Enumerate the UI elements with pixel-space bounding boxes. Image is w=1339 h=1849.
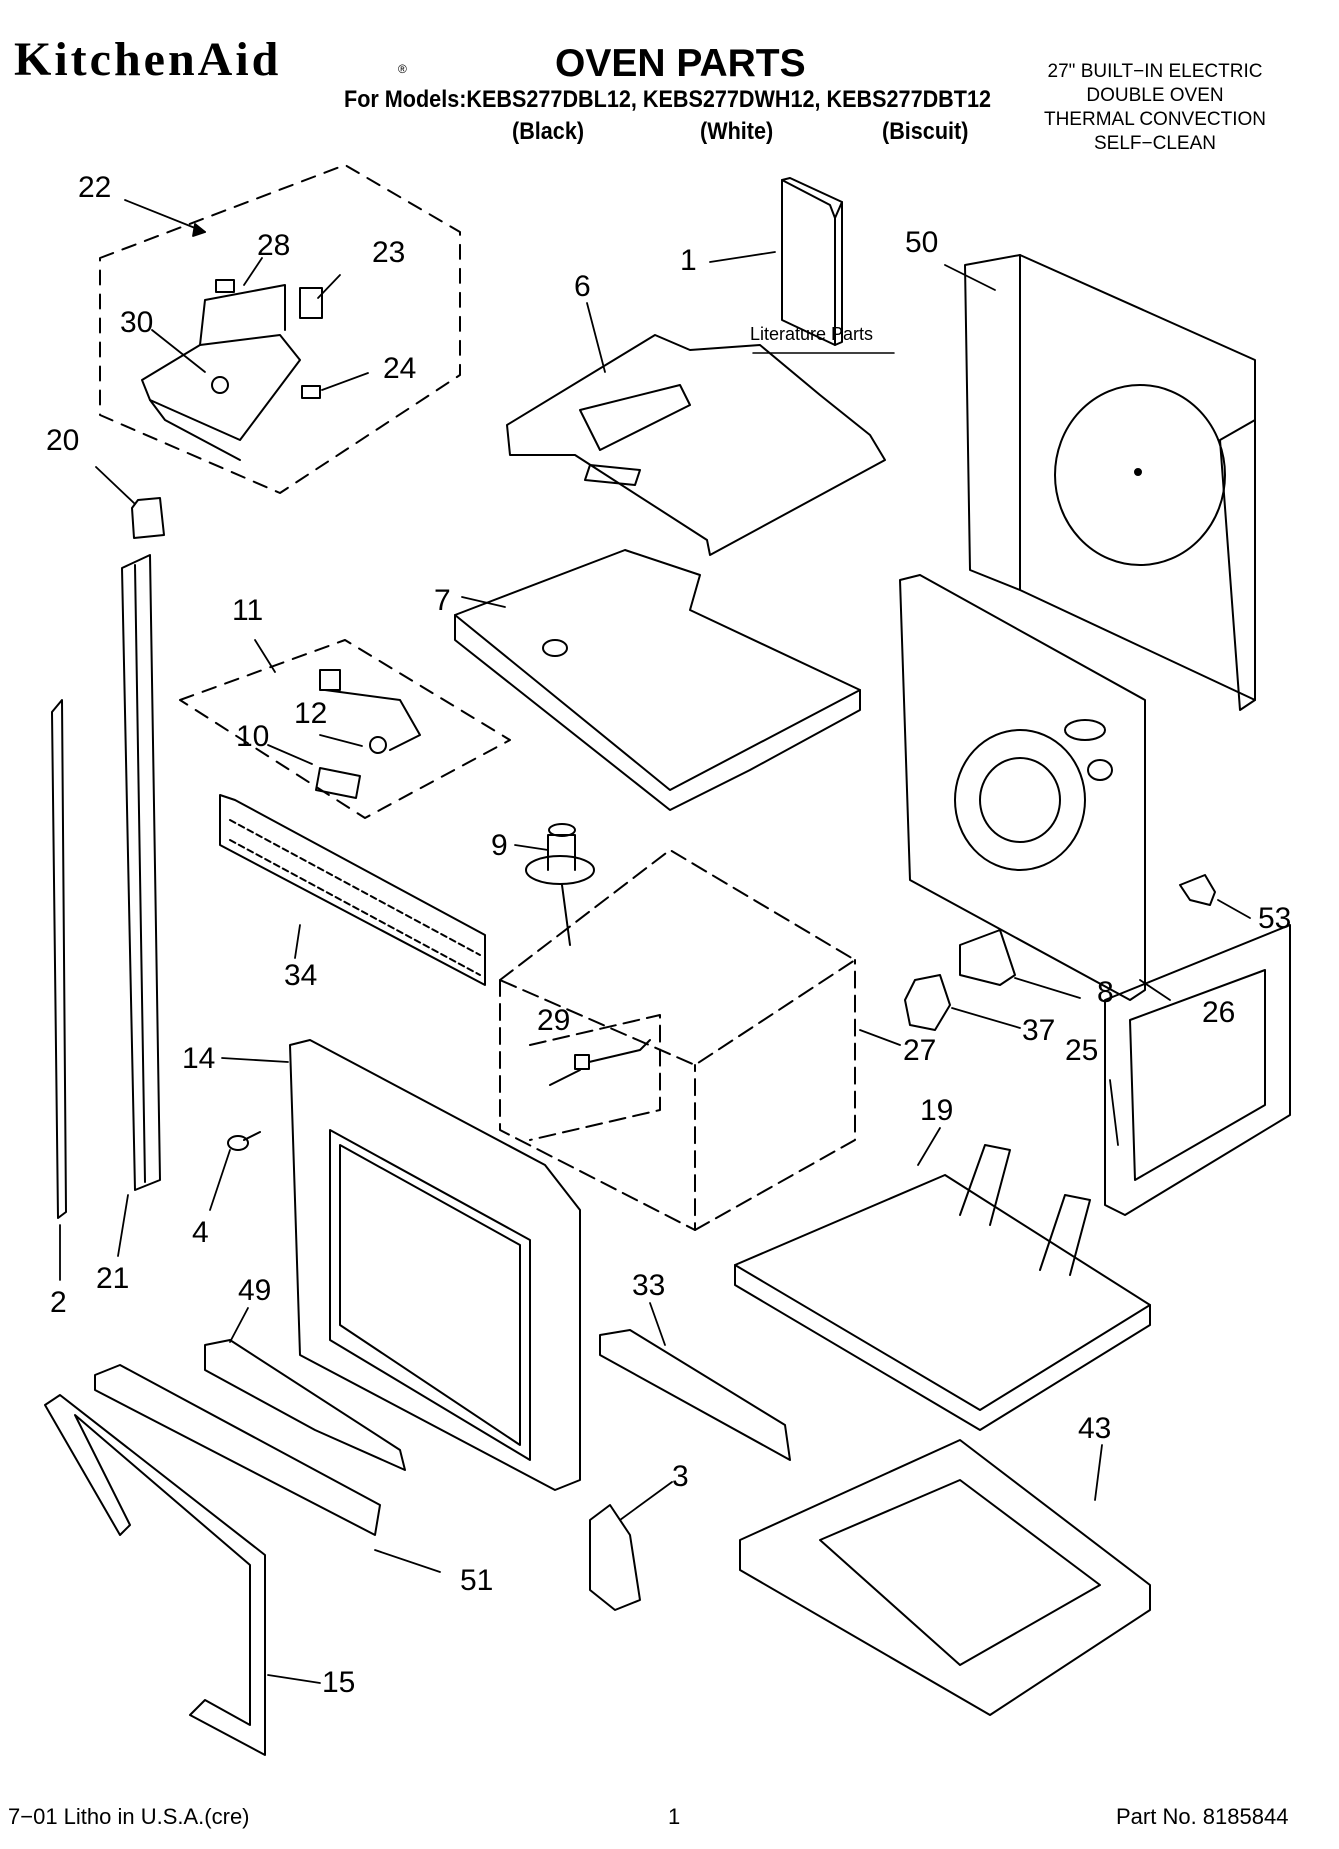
callout-51: 51	[460, 1564, 493, 1597]
description-line-3: THERMAL CONVECTION	[1043, 109, 1267, 130]
part-50-shape	[964, 254, 1256, 711]
page-title: OVEN PARTS	[555, 42, 806, 85]
callout-10: 10	[236, 720, 269, 753]
color-black: (Black)	[512, 118, 585, 145]
part-2-trim-shape	[51, 699, 67, 1219]
description-line-4: SELF−CLEAN	[1094, 133, 1216, 154]
callout-33: 33	[632, 1269, 665, 1302]
callout-12: 12	[294, 697, 327, 730]
callout-49: 49	[238, 1274, 271, 1307]
callout-37: 37	[1022, 1014, 1055, 1047]
part-14-frame-shape	[289, 1039, 581, 1491]
callout-2: 2	[50, 1286, 67, 1319]
callout-28: 28	[257, 229, 290, 262]
part-6-shape	[506, 334, 886, 556]
callout-27: 27	[903, 1034, 936, 1067]
part-7-shape	[454, 549, 861, 811]
callout-15: 15	[322, 1666, 355, 1699]
color-white: (White)	[700, 118, 774, 145]
callout-8: 8	[1097, 976, 1114, 1009]
callout-30: 30	[120, 306, 153, 339]
brand-logo: KitchenAid	[14, 33, 282, 86]
callout-3: 3	[672, 1460, 689, 1493]
callout-leader-lines	[59, 199, 1251, 1684]
part-43-shape	[739, 1439, 1151, 1716]
registered-mark: ®	[398, 62, 407, 76]
part-3-shape	[589, 1504, 641, 1611]
control-assembly-group	[99, 164, 461, 494]
part-4-screw-shape	[227, 1131, 261, 1151]
callout-14: 14	[182, 1042, 215, 1075]
footer-litho: 7−01 Litho in U.S.A.(cre)	[8, 1804, 250, 1829]
literature-parts-shape	[752, 177, 895, 354]
part-34-vent-shape	[219, 794, 486, 986]
callout-1: 1	[680, 244, 697, 277]
part-27-cavity-shape	[499, 849, 856, 1231]
callout-6: 6	[574, 270, 591, 303]
part-19-shape	[734, 1144, 1151, 1431]
callout-29: 29	[537, 1004, 570, 1037]
callout-43: 43	[1078, 1412, 1111, 1445]
callout-21: 21	[96, 1262, 129, 1295]
callout-19: 19	[920, 1094, 953, 1127]
literature-parts-label: Literature Parts	[750, 324, 873, 344]
callout-20: 20	[46, 424, 79, 457]
part-37-shape	[904, 974, 951, 1031]
callout-11: 11	[232, 594, 263, 627]
part-26-shape	[899, 574, 1146, 1001]
callout-22: 22	[78, 171, 111, 204]
callout-26: 26	[1202, 996, 1235, 1029]
footer-page-number: 1	[668, 1804, 681, 1829]
part-49-shape	[204, 1339, 406, 1471]
callout-23: 23	[372, 236, 405, 269]
part-51-shape	[94, 1364, 381, 1536]
models-line: For Models:KEBS277DBL12, KEBS277DWH12, K…	[344, 86, 992, 113]
description-line-2: DOUBLE OVEN	[1086, 85, 1224, 106]
part-21-trim-shape	[121, 554, 161, 1191]
callout-4: 4	[192, 1216, 209, 1249]
callout-9: 9	[491, 829, 508, 862]
color-biscuit: (Biscuit)	[882, 118, 969, 145]
callout-53: 53	[1258, 902, 1291, 935]
light-assembly-group	[179, 639, 511, 819]
description-line-1: 27" BUILT−IN ELECTRIC	[1047, 61, 1263, 82]
part-33-shape	[599, 1329, 791, 1461]
callout-50: 50	[905, 226, 938, 259]
callout-25: 25	[1065, 1034, 1098, 1067]
part-20-shape	[131, 497, 165, 539]
callout-7: 7	[434, 584, 451, 617]
callout-24: 24	[383, 352, 416, 385]
callout-labels: 22 28 23 30 24 20 1 Literature Parts 6 5…	[46, 171, 1291, 1699]
part-53-shape	[1179, 874, 1216, 906]
part-29-shape	[549, 1039, 651, 1086]
part-15-gasket-shape	[44, 1394, 266, 1756]
footer-part-number: Part No. 8185844	[1116, 1804, 1289, 1829]
part-25-frame-shape	[1104, 924, 1291, 1216]
callout-34: 34	[284, 959, 317, 992]
part-9-motor-shape	[525, 823, 595, 946]
part-8-shape	[959, 929, 1016, 986]
